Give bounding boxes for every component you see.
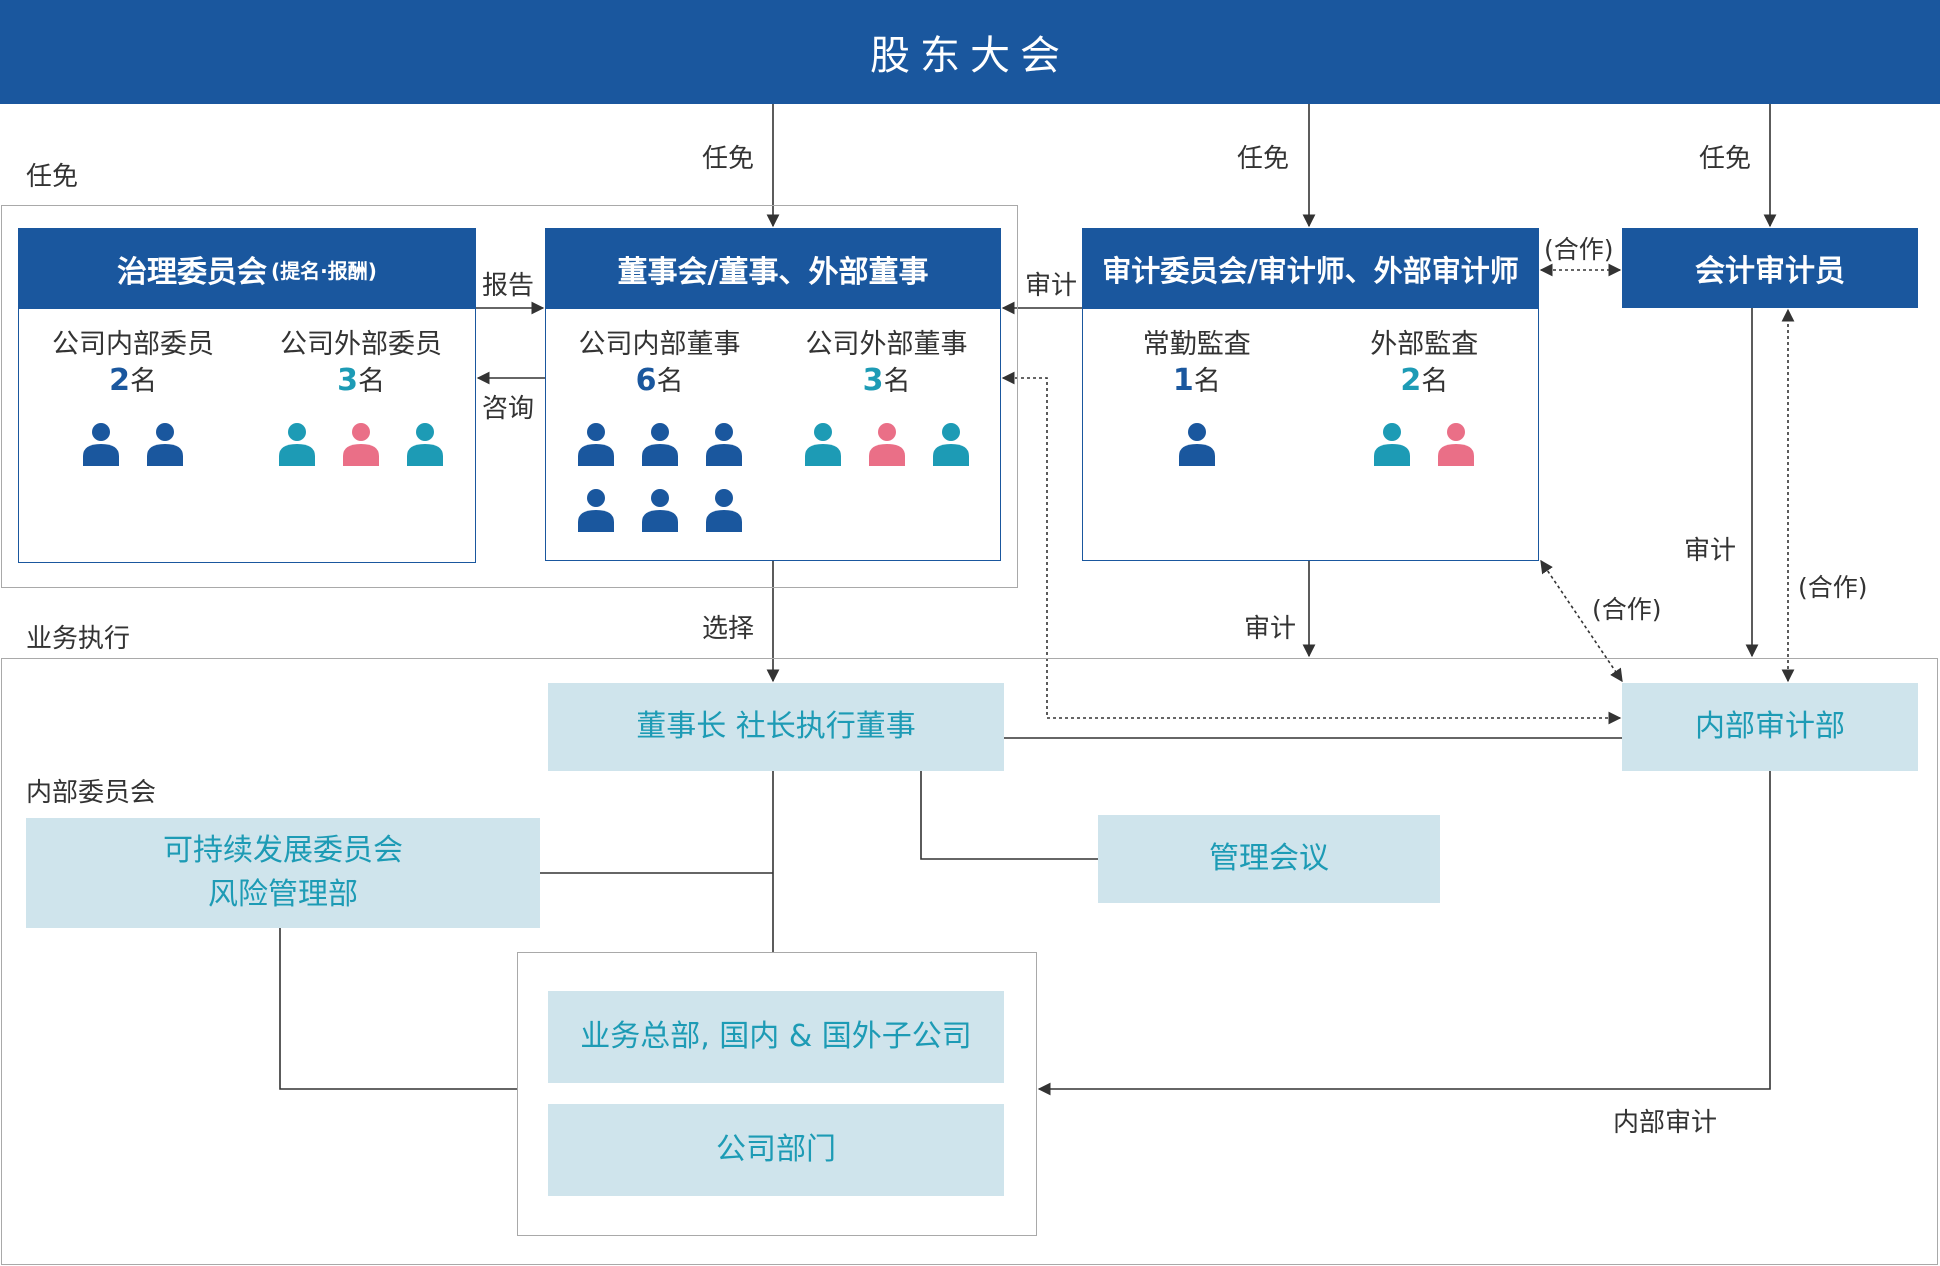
- person-icon: [343, 423, 379, 466]
- people-row: [28, 422, 238, 466]
- edge-label-appoint-audit: 任免: [1237, 144, 1290, 174]
- audit-committee-header: 审计委员会/审计师、外部审计师: [1083, 229, 1538, 309]
- person-icon: [83, 423, 119, 466]
- board-card: 董事会/董事、外部董事 公司内部董事 6名 公司外部董事 3名: [545, 228, 1001, 561]
- shareholders-meeting-banner: 股东大会: [0, 0, 1940, 104]
- person-icon: [641, 423, 678, 466]
- board-inside-unit: 名: [656, 366, 684, 397]
- board-outside-count: 3: [862, 363, 884, 398]
- person-icon: [705, 423, 742, 466]
- management-meeting-box: 管理会议: [1098, 815, 1440, 903]
- governance-committee-note: (提名·报酬): [271, 258, 377, 283]
- governance-inside-group: 公司内部委员 2名: [28, 327, 238, 466]
- audit-external-label: 外部監査: [1370, 329, 1479, 360]
- governance-inside-count: 2: [109, 363, 130, 398]
- accounting-auditor-box: 会计审计员: [1622, 228, 1918, 308]
- board-header: 董事会/董事、外部董事: [546, 229, 1000, 309]
- accounting-auditor-title: 会计审计员: [1695, 254, 1845, 289]
- board-outside-label: 公司外部董事: [805, 329, 968, 360]
- edge-label-audit-right: 审计: [1684, 536, 1737, 566]
- audit-standing-count: 1: [1172, 363, 1194, 398]
- audit-standing-unit: 名: [1193, 366, 1221, 397]
- governance-outside-count: 3: [337, 363, 358, 398]
- board-outside-group: 公司外部董事 3名: [787, 327, 987, 532]
- governance-inside-label: 公司内部委员: [52, 329, 214, 360]
- board-outside-unit: 名: [883, 366, 911, 397]
- person-icon: [577, 489, 614, 532]
- board-inside-group: 公司内部董事 6名: [560, 327, 760, 532]
- audit-external-unit: 名: [1421, 366, 1449, 397]
- people-row: [1097, 422, 1297, 466]
- edge-label-select: 选择: [702, 614, 755, 644]
- business-hq-box: 业务总部, 国内 & 国外子公司: [548, 991, 1004, 1083]
- edge-label-coop-top: (合作): [1544, 235, 1614, 264]
- people-row: [256, 422, 466, 466]
- chairman-label: 董事长 社长执行董事: [636, 709, 916, 744]
- connector-chairman-meeting: [920, 771, 1098, 860]
- person-icon: [705, 489, 742, 532]
- person-icon: [641, 489, 678, 532]
- audit-external-count: 2: [1400, 363, 1422, 398]
- audit-committee-title: 审计委员会/审计师、外部审计师: [1102, 254, 1519, 288]
- region-label-business: 业务执行: [26, 624, 131, 654]
- edge-label-appoint-accountant: 任免: [1699, 144, 1752, 174]
- person-icon: [1438, 423, 1475, 466]
- audit-external-group: 外部監査 2名: [1324, 327, 1524, 466]
- person-icon: [147, 423, 183, 466]
- management-meeting-label: 管理会议: [1209, 841, 1329, 876]
- person-icon: [577, 423, 614, 466]
- person-icon: [1374, 423, 1411, 466]
- edge-label-report: 报告: [482, 271, 535, 301]
- person-icon: [279, 423, 315, 466]
- person-icon: [804, 423, 841, 466]
- edge-label-audit-down: 审计: [1244, 614, 1297, 644]
- governance-inside-unit: 名: [129, 366, 157, 397]
- audit-committee-card: 审计委员会/审计师、外部审计师 常勤監査 1名 外部監査 2名: [1082, 228, 1539, 561]
- company-dept-box: 公司部门: [548, 1104, 1004, 1196]
- region-label-internal-committee: 内部委员会: [26, 778, 157, 808]
- audit-standing-group: 常勤監査 1名: [1097, 327, 1297, 466]
- person-icon: [407, 423, 443, 466]
- edge-label-internal-audit: 内部审计: [1613, 1108, 1718, 1138]
- internal-audit-label: 内部审计部: [1695, 709, 1845, 744]
- business-hq-label: 业务总部, 国内 & 国外子公司: [580, 1019, 972, 1054]
- board-title: 董事会/董事、外部董事: [617, 255, 929, 290]
- governance-outside-label: 公司外部委员: [280, 329, 442, 360]
- governance-outside-group: 公司外部委员 3名: [256, 327, 466, 466]
- edge-label-consult: 咨询: [482, 394, 535, 424]
- connector-internal-audit-units: [1037, 771, 1771, 1096]
- people-row: [787, 422, 987, 466]
- business-region-frame: [1, 658, 1938, 1265]
- sustainability-committee-box: 可持续发展委员会 风险管理部: [26, 818, 540, 928]
- people-row: [1324, 422, 1524, 466]
- person-icon: [868, 423, 905, 466]
- person-icon: [1178, 423, 1215, 466]
- governance-committee-title: 治理委员会: [117, 255, 268, 290]
- governance-committee-header: 治理委员会(提名·报酬): [19, 229, 475, 309]
- governance-committee-card: 治理委员会(提名·报酬) 公司内部委员 2名 公司外部委员 3名: [18, 228, 476, 563]
- internal-audit-box: 内部审计部: [1622, 683, 1918, 771]
- sustainability-committee-label: 可持续发展委员会 风险管理部: [163, 833, 403, 912]
- audit-standing-label: 常勤監査: [1142, 329, 1251, 360]
- governance-region-frame: [1, 205, 1018, 588]
- operating-units-frame: [517, 952, 1037, 1236]
- person-icon: [932, 423, 969, 466]
- edge-label-appoint-board: 任免: [702, 144, 755, 174]
- region-label-appoint: 任免: [26, 162, 79, 192]
- edge-label-audit-board: 审计: [1025, 271, 1078, 301]
- edge-label-coop-right: (合作): [1798, 573, 1868, 602]
- chairman-box: 董事长 社长执行董事: [548, 683, 1004, 771]
- governance-outside-unit: 名: [357, 366, 385, 397]
- board-inside-label: 公司内部董事: [578, 329, 741, 360]
- connector-sustainability-units: [279, 928, 517, 1090]
- people-row: [560, 422, 760, 532]
- edge-label-coop-diag: (合作): [1592, 595, 1662, 624]
- banner-title: 股东大会: [870, 33, 1070, 79]
- board-inside-count: 6: [635, 363, 657, 398]
- company-dept-label: 公司部门: [716, 1132, 836, 1167]
